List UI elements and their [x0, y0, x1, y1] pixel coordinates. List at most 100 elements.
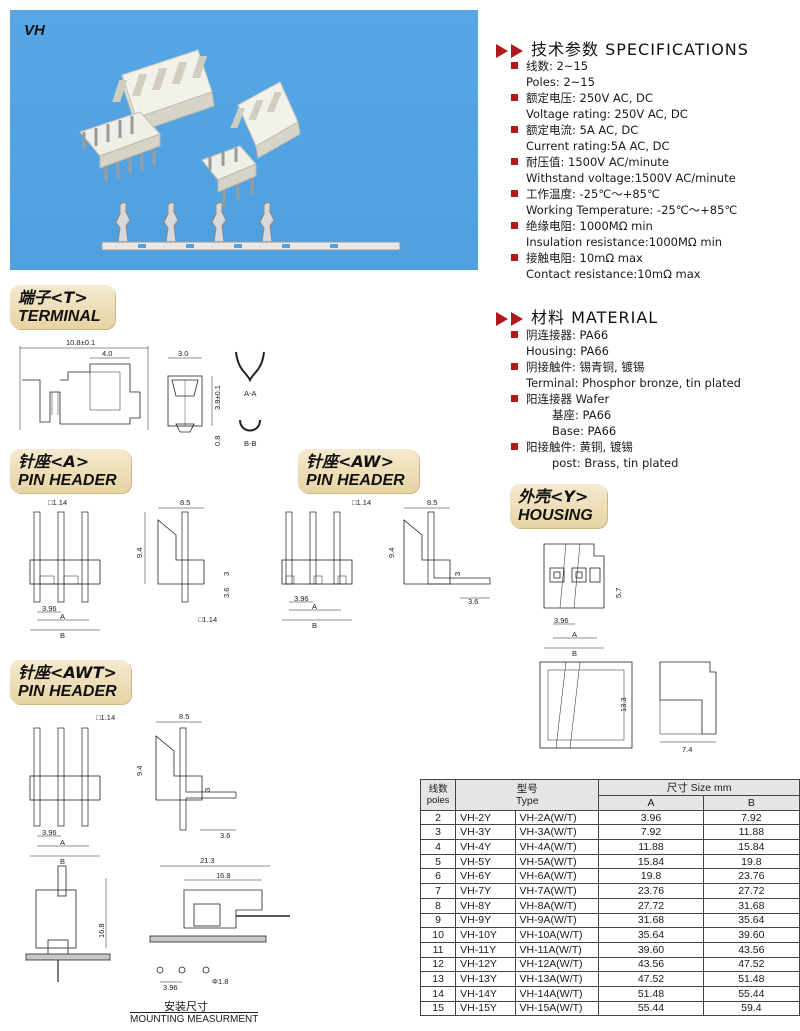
dim-label: 8.5 — [179, 712, 189, 721]
dim-label: B — [60, 857, 65, 866]
table-cell: VH-8Y — [455, 897, 516, 914]
table-cell: 11 — [419, 941, 457, 958]
dim-label: B — [572, 649, 577, 658]
spec-label-zh: 绝缘电阻: 1000MΩ min — [526, 219, 653, 233]
table-cell: VH-10Y — [455, 927, 516, 943]
table-cell: 7 — [419, 883, 457, 899]
table-cell: 27.72 — [702, 883, 800, 899]
table-cell: VH-5A(W/T) — [514, 853, 600, 870]
table-cell: VH-7Y — [455, 883, 516, 899]
table-cell: VH-14Y — [455, 985, 516, 1002]
table-cell: 51.48 — [598, 985, 704, 1002]
table-cell: VH-8A(W/T) — [514, 897, 600, 914]
table-cell: 9 — [419, 912, 457, 929]
table-cell: VH-6Y — [455, 868, 516, 885]
bullet-icon — [511, 94, 518, 101]
bullet-icon — [511, 126, 518, 133]
bullet-icon — [511, 395, 518, 402]
dim-label: 9.4 — [135, 548, 144, 558]
dim-label: 16.8 — [97, 923, 106, 938]
dim-label: 4.0 — [102, 349, 112, 358]
spec-item: 工作温度: -25℃～+85℃ — [510, 186, 737, 202]
table-cell: VH-11Y — [455, 941, 516, 958]
table-cell: 7.92 — [702, 809, 800, 826]
material-line: 阳连接器 Wafer — [510, 391, 741, 407]
product-photo: VH — [10, 10, 478, 270]
dim-label: 3.96 — [42, 604, 57, 613]
table-cell: 14 — [419, 985, 457, 1002]
material-line: post: Brass, tin plated — [552, 456, 679, 470]
bullet-icon — [511, 158, 518, 165]
header-size: 尺寸 Size mm — [598, 779, 800, 796]
table-cell: 35.64 — [598, 927, 704, 943]
header-b: B — [702, 795, 800, 811]
material-line: 阴连接器: PA66 — [510, 327, 741, 343]
pin-header-aw-front-drawing: □1.14 3.96 A B — [281, 498, 371, 630]
dim-label: 7.4 — [682, 745, 692, 754]
table-cell: 8 — [419, 897, 457, 914]
dim-label: A — [60, 838, 65, 847]
mounting-label-en: MOUNTING MEASURMENT — [130, 1012, 259, 1025]
dim-label: 3.6 — [220, 831, 230, 840]
bullet-icon — [511, 363, 518, 370]
material-line: Terminal: Phosphor bronze, tin plated — [526, 376, 741, 390]
table-cell: VH-13Y — [455, 971, 516, 987]
spec-label-en: Voltage rating: 250V AC, DC — [526, 107, 688, 121]
dim-label: 5.7 — [614, 588, 623, 598]
spec-label-en: Insulation resistance:1000MΩ min — [526, 235, 723, 249]
bullet-icon — [511, 254, 518, 261]
mounting-label-zh: 安装尺寸 — [164, 1000, 208, 1013]
dim-label: 3.8±0.1 — [213, 385, 222, 410]
spec-label-en: Poles: 2~15 — [526, 75, 595, 89]
table-cell: 43.56 — [598, 956, 704, 973]
table-cell: 7.92 — [598, 824, 704, 841]
spec-label-zh: 线数: 2~15 — [526, 59, 589, 73]
connector-illustration — [79, 49, 401, 251]
table-cell: 39.60 — [598, 941, 704, 958]
table-cell: VH-13A(W/T) — [514, 971, 600, 987]
table-cell: 15.84 — [598, 853, 704, 870]
dim-label: 3 — [453, 572, 462, 576]
table-cell: 31.68 — [598, 912, 704, 929]
table-cell: 19.8 — [702, 853, 800, 870]
table-cell: VH-4A(W/T) — [514, 839, 600, 855]
dim-label: 10.8±0.1 — [66, 338, 95, 347]
table-cell: VH-5Y — [455, 853, 516, 870]
housing-5pin-image — [112, 49, 215, 133]
dim-label: 3.96 — [42, 828, 57, 837]
dim-label: □1.14 — [48, 498, 67, 507]
dim-label: 9.4 — [135, 766, 144, 776]
spec-label-zh: 工作温度: -25℃～+85℃ — [526, 187, 660, 201]
spec-label-en: Withstand voltage:1500V AC/minute — [526, 171, 736, 185]
dim-label: 3.6 — [222, 588, 231, 598]
dim-label: 3.96 — [294, 594, 309, 603]
table-cell: 3.96 — [598, 809, 704, 826]
housing-front-drawing: 5.7 3.96 A B — [543, 543, 623, 658]
dim-label: A — [312, 602, 317, 611]
dim-label: □1.14 — [352, 498, 371, 507]
pin-header-aw-side-drawing: 8.5 9.4 3 3.6 — [387, 498, 491, 606]
table-cell: VH-11A(W/T) — [514, 941, 600, 958]
spec-label-en: Working Temperature: -25℃～+85℃ — [526, 203, 738, 217]
table-cell: 55.44 — [598, 1000, 704, 1017]
spec-label-zh: 额定电压: 250V AC, DC — [526, 91, 653, 105]
housing-side-drawing: 7.4 — [659, 661, 717, 754]
pin-header-aw-tag: 针座<AW> PIN HEADER — [298, 449, 419, 493]
table-cell: 6 — [419, 868, 457, 885]
table-cell: 5 — [419, 853, 457, 870]
spec-item: 线数: 2~15 — [510, 58, 737, 74]
header-5pin-image — [79, 111, 161, 182]
table-cell: 55.44 — [702, 985, 800, 1002]
material-line: 阴接触件: 锡青铜, 镀锡 — [510, 359, 741, 375]
